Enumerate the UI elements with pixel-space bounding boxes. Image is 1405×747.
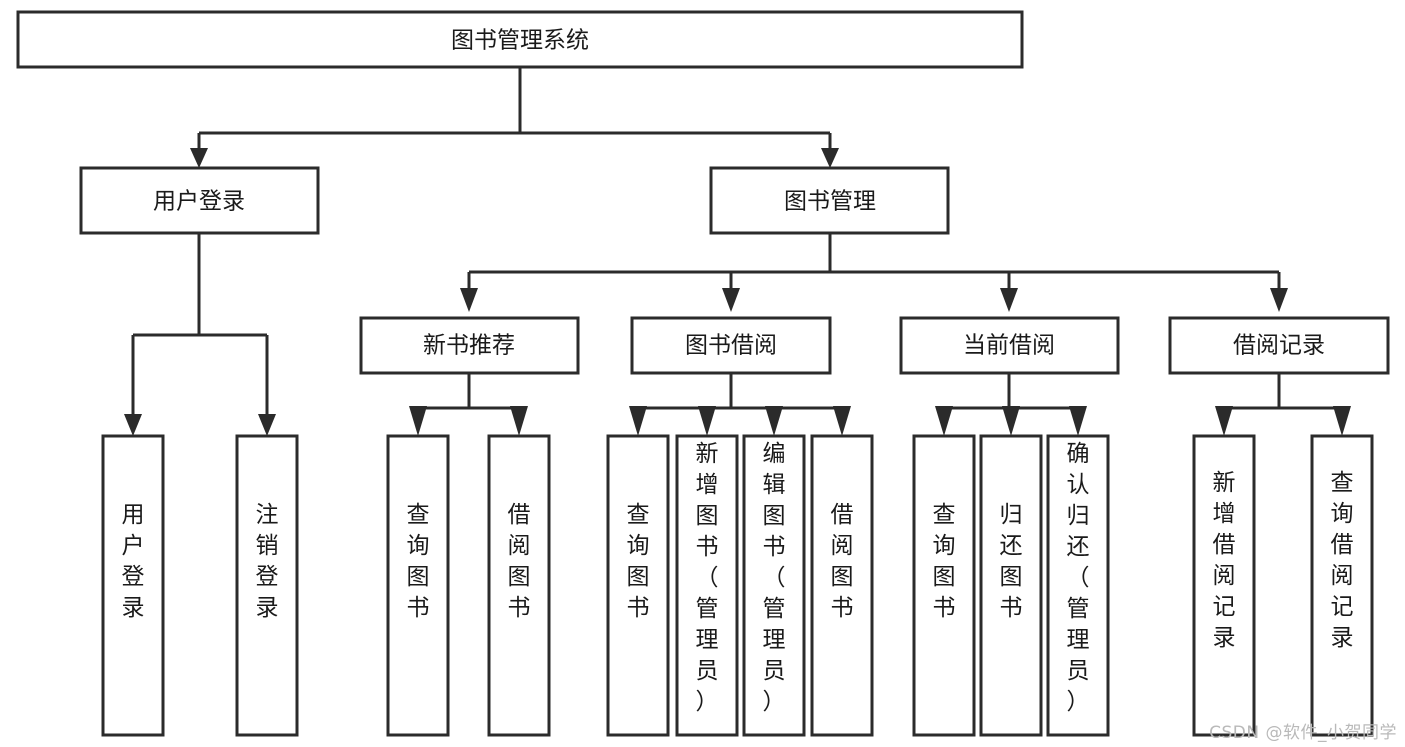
- node-user-login-box[interactable]: [79, 166, 320, 235]
- node-current-borrow-label: 当前借阅: [963, 333, 1055, 359]
- leaf-user-login[interactable]: 用户登录: [101, 434, 165, 737]
- leaf-query-book-1[interactable]: 查询图书: [386, 434, 450, 737]
- node-current-borrow-box[interactable]: [899, 316, 1120, 375]
- arrow-head-leaf-edit-book: [765, 406, 783, 436]
- node-user-login[interactable]: 用户登录: [79, 166, 320, 235]
- arrow-head-leaf-confirm-return: [1069, 406, 1087, 436]
- arrow-head-leaf-add-record: [1215, 406, 1233, 436]
- node-root-label: 图书管理系统: [451, 28, 589, 54]
- leaf-borrow-book-2[interactable]: 借阅图书: [810, 434, 874, 737]
- leaf-add-book-label: 新增图书（管理员）: [696, 441, 719, 715]
- leaf-user-logout-box[interactable]: [235, 434, 299, 737]
- arrow-head-leaf-borrow-book-1: [510, 406, 528, 436]
- leaf-query-book-2[interactable]: 查询图书: [606, 434, 670, 737]
- arrow-head-leaf-borrow-book-2: [833, 406, 851, 436]
- arrow-head-leaf-query-book-2: [629, 406, 647, 436]
- leaf-return-book-label: 归还图书: [1000, 502, 1023, 621]
- leaf-query-book-3[interactable]: 查询图书: [912, 434, 976, 737]
- leaf-borrow-book-2-box[interactable]: [810, 434, 874, 737]
- arrow-head-leaf-user-logout: [258, 414, 276, 436]
- leaf-user-logout-label: 注销登录: [256, 502, 279, 621]
- leaf-add-book-box[interactable]: [675, 434, 739, 737]
- leaf-query-book-3-label: 查询图书: [933, 502, 956, 621]
- node-root[interactable]: 图书管理系统: [16, 10, 1024, 69]
- arrow-head-leaf-query-book-1: [409, 406, 427, 436]
- leaf-borrow-book-1[interactable]: 借阅图书: [487, 434, 551, 737]
- arrow-head-user-login: [190, 148, 208, 168]
- node-book-borrow-box[interactable]: [630, 316, 832, 375]
- leaf-query-record[interactable]: 查询借阅记录: [1310, 434, 1374, 737]
- leaf-add-book[interactable]: 新增图书（管理员）: [675, 434, 739, 737]
- leaf-user-login-label: 用户登录: [122, 502, 145, 621]
- csdn-watermark: CSDN @软件_小贺同学: [1209, 723, 1397, 743]
- arrow-head-leaf-user-login: [124, 414, 142, 436]
- leaf-query-book-2-label: 查询图书: [627, 502, 650, 621]
- node-borrow-record-label: 借阅记录: [1233, 333, 1325, 359]
- leaf-query-record-box[interactable]: [1310, 434, 1374, 737]
- leaf-query-book-1-box[interactable]: [386, 434, 450, 737]
- leaf-user-logout[interactable]: 注销登录: [235, 434, 299, 737]
- arrow-head-leaf-return-book: [1002, 406, 1020, 436]
- node-new-book-rec-label: 新书推荐: [423, 333, 515, 359]
- leaf-query-record-label: 查询借阅记录: [1331, 470, 1354, 651]
- node-borrow-record[interactable]: 借阅记录: [1168, 316, 1390, 375]
- leaf-edit-book[interactable]: 编辑图书（管理员）: [742, 434, 806, 737]
- node-root-box[interactable]: [16, 10, 1024, 69]
- arrow-head-leaf-query-book-3: [935, 406, 953, 436]
- leaf-return-book-box[interactable]: [979, 434, 1043, 737]
- leaf-borrow-book-2-label: 借阅图书: [831, 502, 854, 621]
- node-book-borrow-label: 图书借阅: [685, 333, 777, 359]
- node-book-borrow[interactable]: 图书借阅: [630, 316, 832, 375]
- node-book-manage[interactable]: 图书管理: [709, 166, 950, 235]
- leaf-borrow-book-1-label: 借阅图书: [508, 502, 531, 621]
- arrow-head-new-book-rec: [460, 288, 478, 312]
- connector-layer: [124, 67, 1351, 436]
- arrow-head-borrow-record: [1270, 288, 1288, 312]
- leaf-confirm-return-box[interactable]: [1046, 434, 1110, 737]
- leaf-query-book-3-box[interactable]: [912, 434, 976, 737]
- arrow-head-leaf-query-record: [1333, 406, 1351, 436]
- leaf-confirm-return[interactable]: 确认归还（管理员）: [1046, 434, 1110, 737]
- leaf-edit-book-label: 编辑图书（管理员）: [763, 441, 786, 715]
- leaf-confirm-return-label: 确认归还（管理员）: [1067, 441, 1090, 715]
- arrow-head-book-borrow: [722, 288, 740, 312]
- leaf-query-book-1-label: 查询图书: [407, 502, 430, 621]
- leaf-add-record-box[interactable]: [1192, 434, 1256, 737]
- node-new-book-rec-box[interactable]: [359, 316, 580, 375]
- leaf-return-book[interactable]: 归还图书: [979, 434, 1043, 737]
- leaf-user-login-box[interactable]: [101, 434, 165, 737]
- arrow-head-book-manage: [821, 148, 839, 168]
- leaf-add-record[interactable]: 新增借阅记录: [1192, 434, 1256, 737]
- leaf-query-book-2-box[interactable]: [606, 434, 670, 737]
- node-current-borrow[interactable]: 当前借阅: [899, 316, 1120, 375]
- node-new-book-rec[interactable]: 新书推荐: [359, 316, 580, 375]
- leaf-borrow-book-1-box[interactable]: [487, 434, 551, 737]
- arrow-head-current-borrow: [1000, 288, 1018, 312]
- arrow-head-leaf-add-book: [698, 406, 716, 436]
- node-user-login-label: 用户登录: [153, 189, 245, 215]
- node-book-manage-box[interactable]: [709, 166, 950, 235]
- leaf-add-record-label: 新增借阅记录: [1213, 470, 1236, 651]
- node-book-manage-label: 图书管理: [784, 189, 876, 215]
- node-borrow-record-box[interactable]: [1168, 316, 1390, 375]
- leaf-edit-book-box[interactable]: [742, 434, 806, 737]
